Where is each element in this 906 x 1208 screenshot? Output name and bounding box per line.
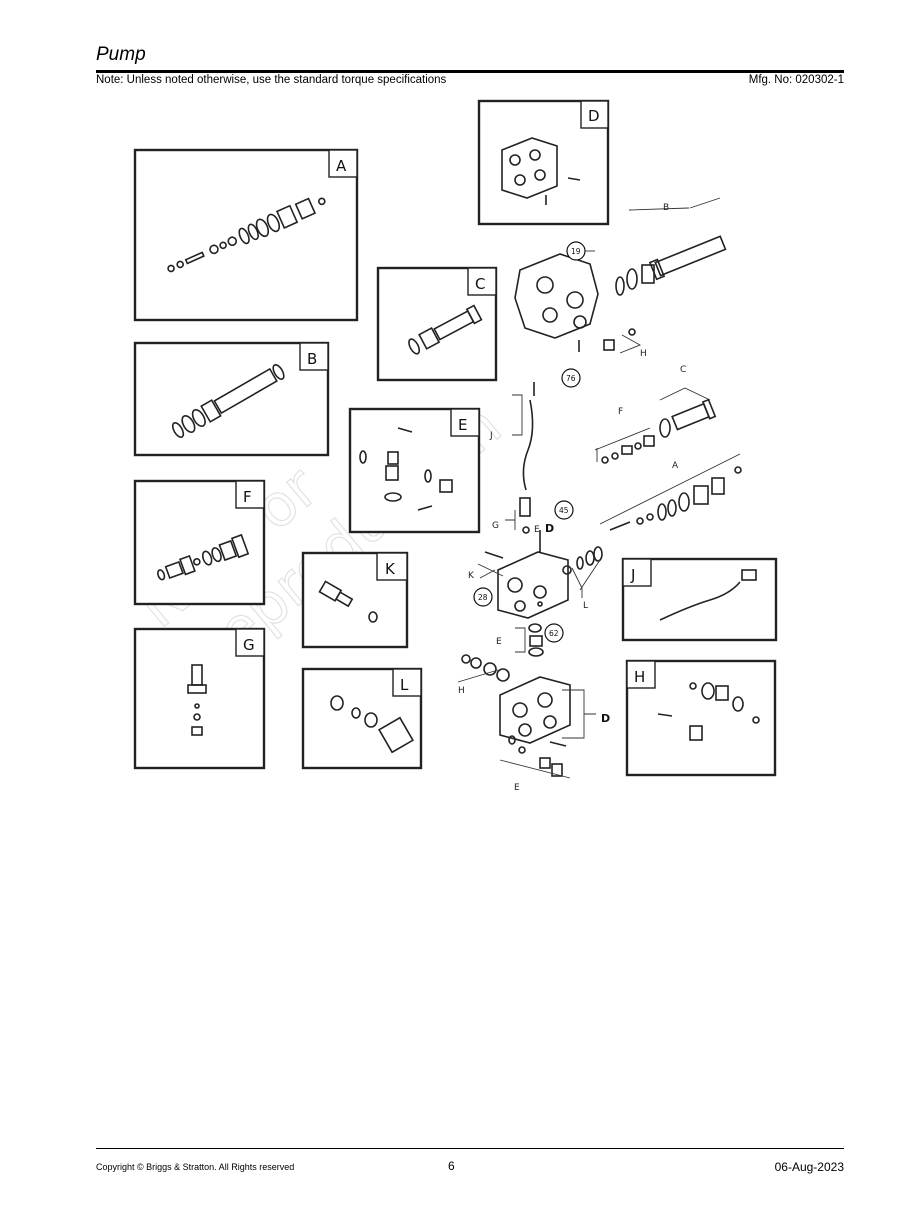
inset-k: K (301, 551, 409, 649)
inset-e-tag: E (458, 416, 467, 434)
inset-h-tag: H (634, 668, 645, 686)
svg-text:45: 45 (559, 506, 569, 515)
copyright-text: Copyright © Briggs & Stratton. All Right… (96, 1162, 295, 1172)
inset-b-tag: B (307, 350, 317, 368)
footer-date: 06-Aug-2023 (774, 1160, 844, 1174)
inset-l-tag: L (400, 676, 409, 694)
label-e-lower: E (496, 637, 502, 647)
page-title: Pump (96, 44, 146, 65)
svg-text:19: 19 (571, 247, 581, 256)
inset-j: J (621, 557, 778, 642)
label-h-top: H (640, 349, 647, 359)
inset-a-tag: A (336, 157, 347, 175)
svg-text:62: 62 (549, 629, 559, 638)
inset-l: L (301, 667, 423, 770)
torque-note: Note: Unless noted otherwise, use the st… (96, 74, 447, 86)
f-valve-parts (594, 427, 655, 464)
mfg-number: Mfg. No: 020302-1 (748, 74, 844, 86)
inset-j-tag: J (630, 566, 635, 584)
label-b: B (663, 203, 669, 213)
label-e-mid: E (534, 525, 540, 535)
manifold-assembly (477, 530, 603, 619)
inset-g-tag: G (243, 636, 255, 654)
label-k: K (468, 571, 475, 581)
inset-b: B (133, 341, 330, 457)
label-l: L (583, 601, 588, 611)
inset-f: F (133, 479, 266, 606)
inset-c: C (376, 266, 498, 382)
inset-c-tag: C (475, 275, 485, 293)
callout-76: 76 (561, 368, 581, 388)
inset-d: D (477, 99, 610, 226)
svg-text:28: 28 (478, 593, 488, 602)
inset-k-tag: K (385, 560, 396, 578)
inset-a: A (133, 148, 359, 322)
label-f: F (618, 407, 623, 417)
inlet-c-parts (659, 387, 717, 438)
label-a: A (672, 461, 679, 471)
callout-19: 19 (566, 241, 595, 261)
inset-h: H (625, 659, 777, 777)
label-e-bottom: E (514, 783, 520, 793)
header-rule (96, 70, 844, 73)
label-d-mid: D (545, 522, 554, 535)
callout-45: 45 (554, 500, 574, 520)
inset-e: E (348, 407, 481, 534)
label-j: J (489, 431, 493, 441)
lower-manifold-assembly (457, 623, 596, 779)
inset-f-tag: F (243, 488, 252, 506)
page-number: 6 (448, 1159, 455, 1173)
inset-d-tag: D (588, 107, 600, 125)
label-c: C (680, 365, 686, 375)
callout-28: 28 (473, 587, 493, 607)
svg-text:76: 76 (566, 374, 576, 383)
label-g: G (492, 521, 499, 531)
inset-g: G (133, 627, 266, 770)
label-d-lower: D (601, 712, 610, 725)
a-valve-parts (599, 453, 742, 531)
footer-rule (96, 1148, 844, 1149)
label-h-lower: H (458, 686, 465, 696)
hose-assembly (512, 382, 535, 534)
callout-62: 62 (544, 623, 564, 643)
